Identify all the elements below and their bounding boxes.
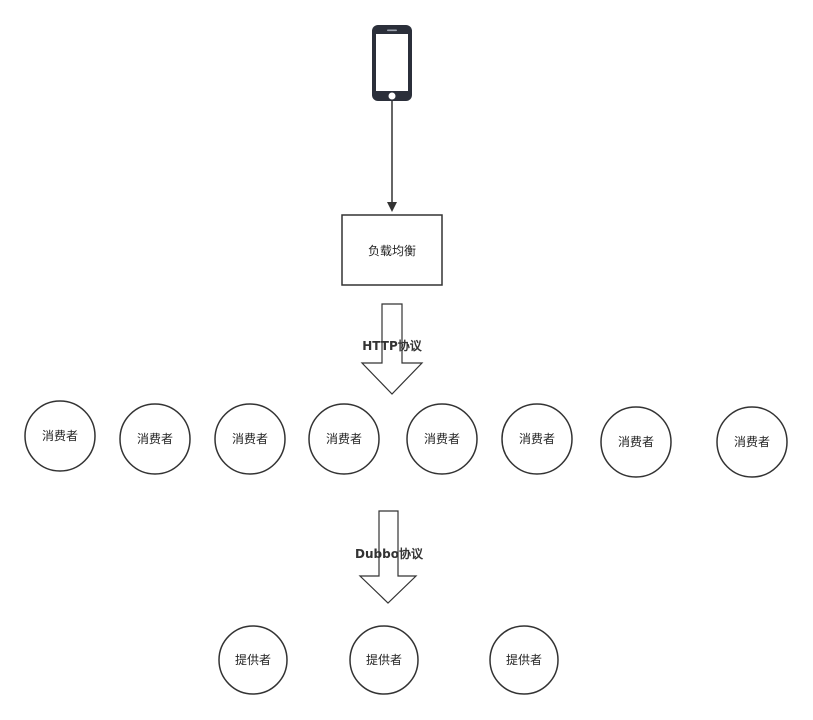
- consumer-node-label: 消费者: [137, 432, 173, 446]
- consumer-node[interactable]: 消费者: [716, 406, 788, 478]
- consumer-node[interactable]: 消费者: [24, 400, 96, 472]
- consumer-node-label: 消费者: [734, 435, 770, 449]
- smartphone-icon: [372, 25, 412, 101]
- consumer-node-label: 消费者: [42, 429, 78, 443]
- provider-row: 提供者 提供者 提供者: [218, 625, 559, 695]
- consumer-node[interactable]: 消费者: [501, 403, 573, 475]
- consumer-node-label: 消费者: [618, 435, 654, 449]
- dubbo-flow-arrow: [358, 510, 418, 604]
- consumer-node[interactable]: 消费者: [600, 406, 672, 478]
- http-flow-arrow: [360, 303, 424, 395]
- consumer-node-label: 消费者: [232, 432, 268, 446]
- provider-node[interactable]: 提供者: [218, 625, 288, 695]
- consumer-node-label: 消费者: [424, 432, 460, 446]
- load-balancer-node[interactable]: 负载均衡: [341, 214, 443, 286]
- consumer-node[interactable]: 消费者: [406, 403, 478, 475]
- consumer-node-label: 消费者: [519, 432, 555, 446]
- http-protocol-label: HTTP协议: [362, 338, 422, 353]
- consumer-row: 消费者 消费者 消费者 消费者 消费者 消费者 消费者 消费者: [24, 400, 788, 478]
- consumer-node[interactable]: 消费者: [119, 403, 191, 475]
- provider-node-label: 提供者: [366, 652, 402, 667]
- dubbo-protocol-label: Dubbo协议: [355, 546, 424, 561]
- consumer-node[interactable]: 消费者: [214, 403, 286, 475]
- provider-node-label: 提供者: [506, 652, 542, 667]
- provider-node[interactable]: 提供者: [349, 625, 419, 695]
- load-balancer-label: 负载均衡: [368, 244, 416, 258]
- provider-node[interactable]: 提供者: [489, 625, 559, 695]
- consumer-node[interactable]: 消费者: [308, 403, 380, 475]
- provider-node-label: 提供者: [235, 652, 271, 667]
- consumer-node-label: 消费者: [326, 432, 362, 446]
